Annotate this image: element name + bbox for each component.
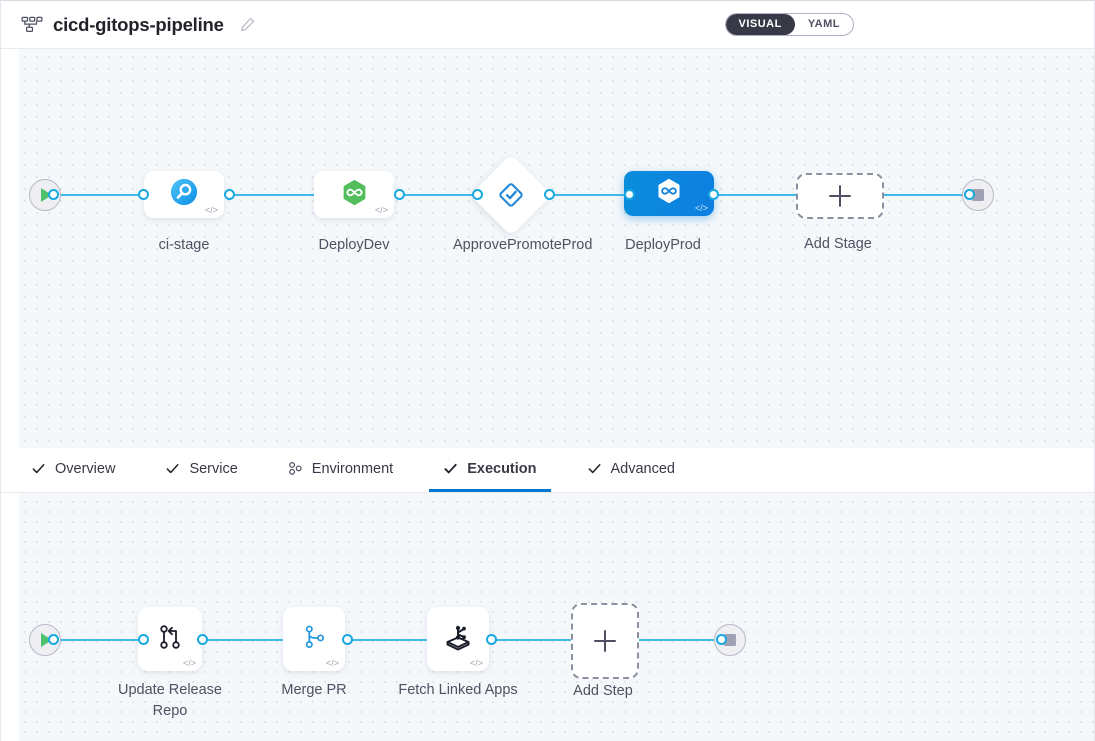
harness-ci-icon <box>169 177 199 212</box>
stage-graph-canvas[interactable]: </> ci-stage </> DeployDev Approve <box>1 49 1094 448</box>
connector-dot[interactable] <box>224 189 235 200</box>
canvas-left-margin <box>1 493 19 741</box>
check-icon <box>31 461 46 476</box>
environment-cluster-icon <box>288 461 303 476</box>
code-badge: </> <box>694 203 708 213</box>
page-title: cicd-gitops-pipeline <box>53 13 224 35</box>
connector-dot[interactable] <box>342 634 353 645</box>
tab-label: Service <box>189 460 238 477</box>
tab-service[interactable]: Service <box>151 448 251 492</box>
code-badge: </> <box>469 658 483 668</box>
connector-dot[interactable] <box>472 189 483 200</box>
connector-dot[interactable] <box>486 634 497 645</box>
check-icon <box>443 461 458 476</box>
connector-dot[interactable] <box>138 634 149 645</box>
stage-label: DeployDev <box>318 237 390 253</box>
harness-cd-hexagon-icon <box>655 177 683 210</box>
pipeline-hierarchy-icon <box>21 16 43 34</box>
code-badge: </> <box>204 205 218 215</box>
toggle-visual[interactable]: VISUAL <box>725 14 795 35</box>
tab-overview[interactable]: Overview <box>17 448 129 492</box>
edge-start-to-ci <box>53 194 143 196</box>
pencil-edit-icon[interactable] <box>234 17 255 32</box>
connector-dot[interactable] <box>544 189 555 200</box>
pipeline-header: cicd-gitops-pipeline VISUAL YAML <box>1 1 1094 49</box>
git-merge-icon <box>154 621 186 658</box>
add-stage-label: Add Stage <box>804 236 872 252</box>
tab-execution[interactable]: Execution <box>429 448 551 492</box>
tab-label: Advanced <box>610 460 676 477</box>
stage-config-tabs: Overview Service Environment Execution <box>1 448 1094 493</box>
toggle-yaml[interactable]: YAML <box>807 18 840 30</box>
connector-dot[interactable] <box>48 189 59 200</box>
connector-dot[interactable] <box>624 189 635 200</box>
edge-addstage-to-end <box>879 194 969 196</box>
stage-node-deploydev[interactable]: </> <box>314 171 394 218</box>
step-label: Merge PR <box>281 682 347 698</box>
connector-dot[interactable] <box>708 189 719 200</box>
header-right-group: VISUAL YAML <box>724 13 1095 36</box>
start-play-icon <box>41 188 52 202</box>
connector-dot[interactable] <box>197 634 208 645</box>
edge-start-to-update-release-repo <box>53 639 143 641</box>
tab-label: Overview <box>55 460 116 477</box>
code-badge: </> <box>374 205 388 215</box>
stop-square-icon <box>724 634 736 646</box>
step-node-fetch-linked-apps[interactable]: </> <box>427 607 489 671</box>
edge-deployprod-to-addstage <box>713 194 798 196</box>
add-stage-button[interactable] <box>796 173 884 219</box>
edge-ci-to-deploydev <box>229 194 319 196</box>
stage-node-deployprod[interactable]: </> <box>624 171 714 216</box>
header-left-group: cicd-gitops-pipeline <box>1 14 255 36</box>
execution-steps-canvas[interactable]: </> Update Release Repo </> Merge PR <box>1 493 1094 741</box>
edge-fetch-linked-apps-to-addstep <box>488 639 572 641</box>
git-branch-icon <box>299 622 329 657</box>
code-badge: </> <box>182 658 196 668</box>
stop-square-icon <box>972 189 984 201</box>
connector-dot[interactable] <box>48 634 59 645</box>
stage-node-ci-stage[interactable]: </> <box>144 171 224 218</box>
canvas-dot-grid <box>19 49 1094 448</box>
stage-label: DeployProd <box>625 237 701 253</box>
approval-diamond-check-icon <box>495 179 527 211</box>
connector-dot[interactable] <box>138 189 149 200</box>
check-icon <box>165 461 180 476</box>
argo-octopus-icon <box>442 621 474 658</box>
stage-label: ci-stage <box>158 237 210 253</box>
step-label: Fetch Linked Apps <box>398 682 518 698</box>
code-badge: </> <box>325 658 339 668</box>
tab-environment[interactable]: Environment <box>274 448 407 492</box>
start-play-icon <box>41 633 52 647</box>
tab-label: Execution <box>467 460 537 477</box>
connector-dot[interactable] <box>964 189 975 200</box>
edge-addstep-to-end <box>634 639 724 641</box>
edge-approval-to-deployprod <box>544 194 629 196</box>
canvas-left-margin <box>1 49 19 448</box>
pipeline-end-node[interactable] <box>962 179 994 211</box>
step-node-merge-pr[interactable]: </> <box>283 607 345 671</box>
tab-advanced[interactable]: Advanced <box>573 448 690 492</box>
add-step-button[interactable] <box>571 603 639 679</box>
edge-merge-pr-to-fetch-linked-apps <box>344 639 432 641</box>
edge-deploydev-to-approval <box>399 194 477 196</box>
connector-dot[interactable] <box>394 189 405 200</box>
connector-dot[interactable] <box>716 634 727 645</box>
view-mode-toggle[interactable]: VISUAL YAML <box>724 13 854 36</box>
check-icon <box>587 461 602 476</box>
add-step-label: Add Step <box>573 683 633 699</box>
harness-cd-hexagon-icon <box>340 178 369 212</box>
tab-label: Environment <box>311 460 394 477</box>
plus-icon <box>594 630 616 652</box>
step-label: Update Release Repo <box>118 682 222 719</box>
plus-icon <box>829 185 851 207</box>
stage-label: ApprovePromoteProd <box>453 237 593 253</box>
edge-update-release-repo-to-merge-pr <box>199 639 287 641</box>
